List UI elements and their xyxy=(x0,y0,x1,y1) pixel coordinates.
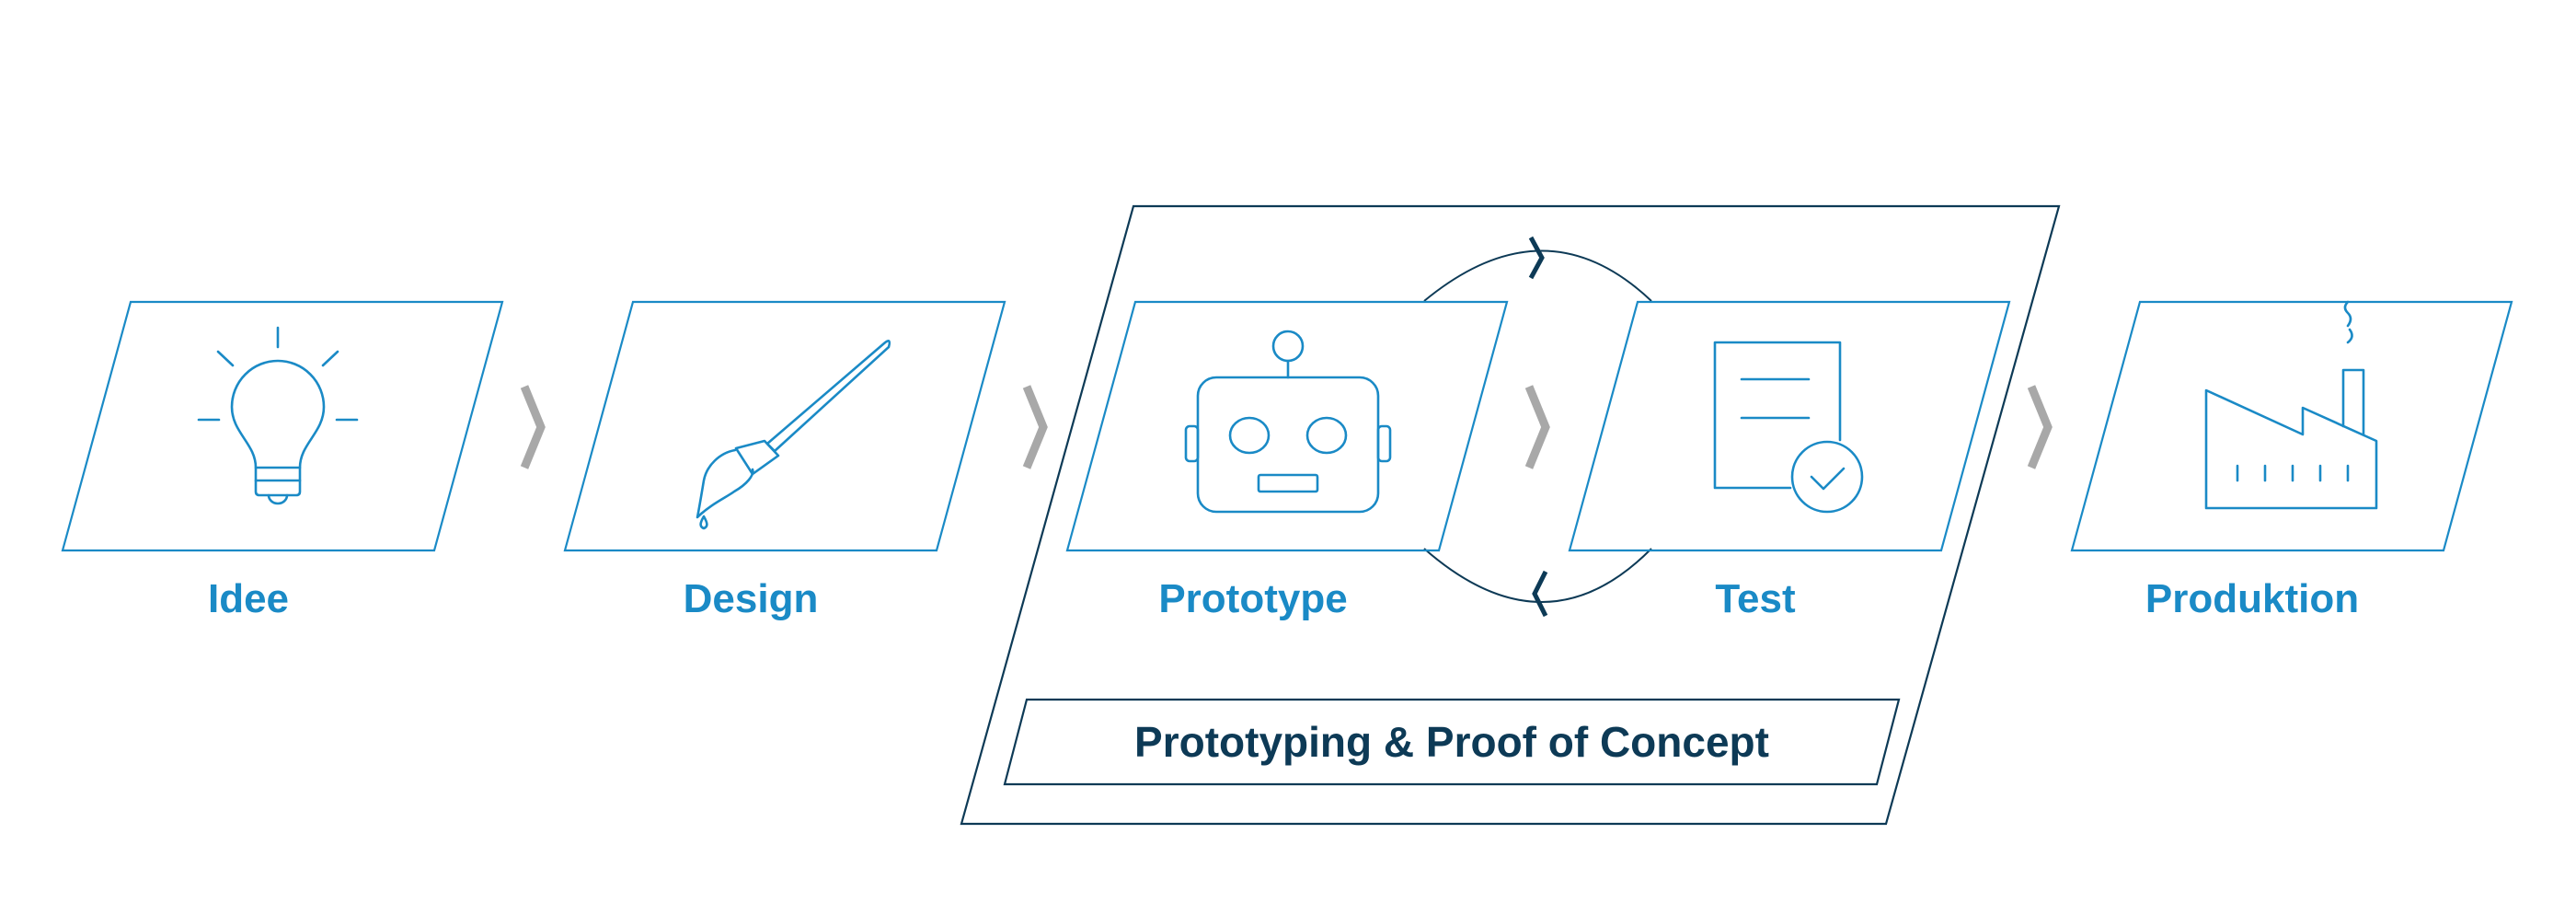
flow-chevron-3-icon xyxy=(1524,385,1550,469)
flow-chevron-4-icon xyxy=(2027,385,2053,469)
flow-chevron-1-icon xyxy=(520,385,546,469)
paintbrush-icon xyxy=(696,340,891,530)
step-box-produktion xyxy=(2070,300,2513,552)
phase-label-box xyxy=(1003,698,1901,786)
flow-chevron-2-icon xyxy=(1022,385,1048,469)
phase-label: Prototyping & Proof of Concept xyxy=(1134,718,1769,766)
phase-frame xyxy=(960,204,2061,826)
step-label-produktion: Produktion xyxy=(2145,576,2359,621)
step-label-test: Test xyxy=(1715,576,1796,621)
step-label-idee: Idee xyxy=(208,576,289,621)
step-box-prototype xyxy=(1065,300,1509,552)
loop-chevron-left-icon xyxy=(1532,570,1548,618)
lightbulb-icon xyxy=(197,326,359,505)
document-check-icon xyxy=(1713,341,1864,514)
step-label-prototype: Prototype xyxy=(1158,576,1347,621)
step-box-idee xyxy=(61,300,504,552)
factory-icon xyxy=(2204,300,2378,510)
iteration-loop xyxy=(1423,236,1652,618)
loop-arc-top xyxy=(1423,249,1652,302)
loop-arc-bottom xyxy=(1423,548,1652,603)
step-box-design xyxy=(563,300,1006,552)
robot-icon xyxy=(1184,330,1392,514)
step-label-design: Design xyxy=(684,576,819,621)
step-box-test xyxy=(1568,300,2011,552)
loop-chevron-right-icon xyxy=(1528,236,1545,280)
